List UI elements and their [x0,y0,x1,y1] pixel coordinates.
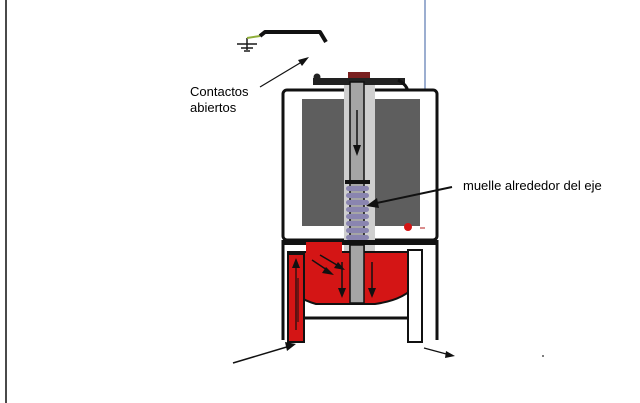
contacts-label-line2: abiertos [190,100,237,115]
ground-wire-green [246,35,261,39]
inlet-arrow-head [285,342,296,351]
spring-label: muelle alrededor del eje [463,178,602,193]
spring-coil [346,186,369,240]
ground-icon [237,38,257,52]
shaft-arrow-head [353,145,361,156]
contacts-arrow [259,59,306,88]
coil-core-right [375,99,420,226]
shaft-lower [349,244,365,304]
outlet-arrow-head [445,351,455,358]
fluid-inlet-top [306,242,342,254]
contacts-label-line1: Contactos [190,84,249,99]
coil-core-left [302,99,344,226]
contact-terminal-icon [258,30,328,44]
coil-terminal-dot [404,223,412,231]
spring-top-plate [345,180,370,184]
left-contact-knob [313,73,321,81]
contacts-label: Contactos abiertos [190,84,252,115]
inlet-flow-head [292,258,300,268]
inlet-arrow [232,345,291,364]
outlet-pipe [407,249,423,343]
top-cap [348,72,370,78]
stray-dot [542,355,544,357]
contacts-arrow-head [298,57,309,66]
valve-top-plate [283,240,437,245]
spring-arrow [371,186,453,205]
spring-arrow-head [366,198,379,208]
flow-arrows [311,254,376,298]
